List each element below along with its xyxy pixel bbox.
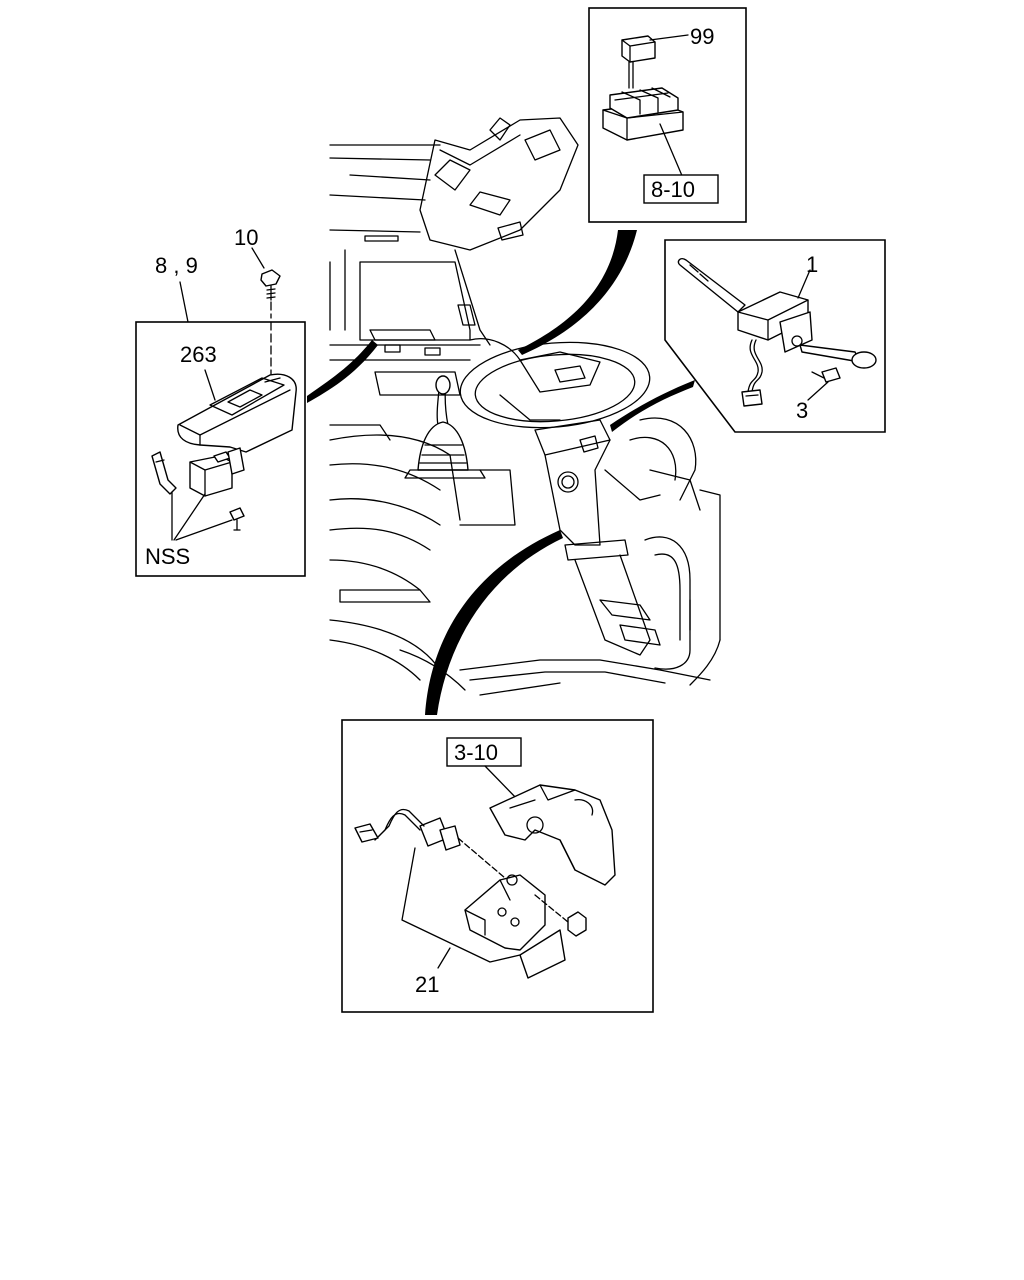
callout-1: 1 bbox=[806, 252, 818, 277]
leader-8-9 bbox=[179, 281, 189, 323]
leader-21 bbox=[401, 847, 521, 963]
combination-switch-inset: 1 3 bbox=[664, 239, 886, 433]
sensor-inset: 3-10 21 bbox=[341, 719, 654, 1013]
cab-interior-illustration bbox=[329, 117, 721, 696]
leader-8-10 bbox=[659, 123, 684, 179]
leader-1 bbox=[797, 269, 811, 299]
callout-8-9: 8 , 9 bbox=[155, 253, 198, 278]
callout-nss: NSS bbox=[145, 544, 190, 569]
leader-263 bbox=[204, 369, 216, 401]
leader-nss-b bbox=[173, 493, 206, 541]
relay-inset: 99 8-10 bbox=[588, 7, 747, 223]
leader-21-tail bbox=[437, 947, 451, 969]
ref-box-8-10 bbox=[643, 174, 719, 204]
callout-21: 21 bbox=[415, 972, 439, 997]
connector-curves bbox=[307, 230, 695, 715]
window-switch-inset: 10 8 , 9 26 bbox=[135, 225, 306, 577]
window-switch-inset-frame bbox=[135, 321, 306, 577]
callout-99: 99 bbox=[690, 24, 714, 49]
leader-10 bbox=[251, 247, 265, 269]
callout-8-10: 8-10 bbox=[651, 177, 695, 202]
callout-3: 3 bbox=[796, 398, 808, 423]
callout-10: 10 bbox=[234, 225, 258, 250]
ref-box-3-10 bbox=[446, 737, 522, 767]
leader-nss-c bbox=[175, 519, 233, 541]
leader-3-10 bbox=[484, 765, 521, 803]
leader-99 bbox=[649, 34, 689, 41]
leader-3 bbox=[807, 381, 829, 401]
callout-3-10: 3-10 bbox=[454, 740, 498, 765]
callout-263: 263 bbox=[180, 342, 217, 367]
